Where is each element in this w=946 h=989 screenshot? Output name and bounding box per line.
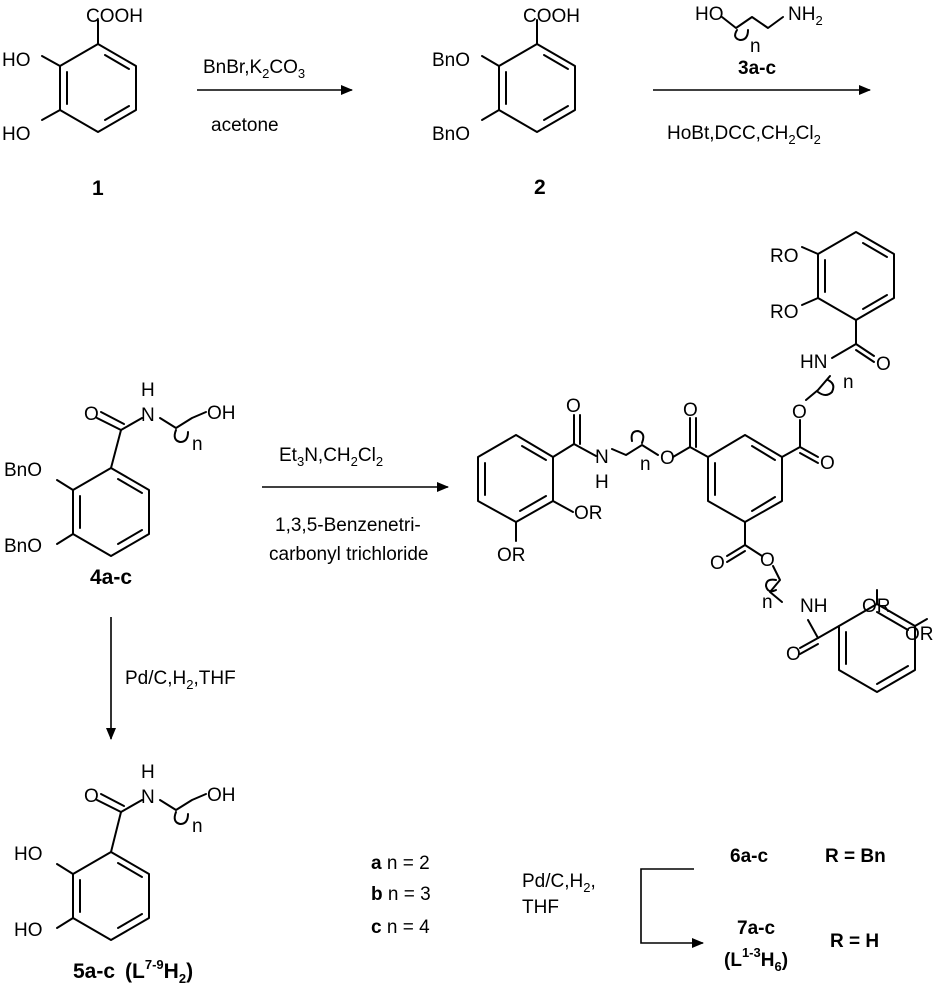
ester-oxygen: O — [760, 550, 775, 571]
alkoxy-label: OR — [862, 596, 891, 617]
hydroxy-label: OH — [207, 403, 236, 424]
compound-number: 2 — [534, 176, 546, 199]
amine-label: NH2 — [788, 4, 823, 28]
compound-6-7-left-arm: n N H O OR OR — [477, 396, 659, 566]
hydroxy-label: HO — [695, 4, 724, 25]
amide-hydrogen: H — [141, 762, 155, 783]
reaction-step-4: Pd/C,H2,THF — [106, 617, 236, 740]
legend-entry: a n = 2 — [371, 853, 430, 874]
hydroxy-label: HO — [2, 50, 31, 71]
amide-hydrogen: H — [141, 380, 155, 401]
chain-length-label: n — [762, 592, 773, 613]
amide-nitrogen: N — [141, 405, 155, 426]
substituent-definition: R = H — [830, 931, 879, 952]
benzyloxy-label: BnO — [4, 460, 42, 481]
compound-2: COOH BnO BnO 2 — [432, 6, 580, 199]
carbonyl-oxygen: O — [786, 644, 801, 665]
chain-length-legend: a n = 2 b n = 3 c n = 4 — [371, 853, 431, 938]
reagent-number: 3a-c — [738, 58, 776, 79]
compound-5: O H N OH n HO HO 5a-c(L7-9H2) — [14, 762, 236, 986]
reagent-label: HoBt,DCC,CH2Cl2 — [667, 123, 821, 147]
amide-nitrogen: N — [141, 787, 155, 808]
compound-6-7-upper-arm: n HN O RO RO — [770, 231, 895, 401]
carbonyl-oxygen: O — [84, 404, 99, 425]
ester-oxygen: O — [792, 402, 807, 423]
substituent-definition: R = Bn — [825, 846, 886, 867]
solvent-label: acetone — [211, 115, 279, 136]
ester-oxygen: O — [660, 448, 675, 469]
carbonyl-oxygen: O — [84, 786, 99, 807]
chain-length-label: n — [750, 36, 761, 57]
amide-nitrogen: NH — [800, 596, 827, 617]
compound-6-7-core: O O O O O O — [660, 400, 835, 574]
carbonyl-oxygen: O — [683, 400, 698, 421]
reagent-label: Pd/C,H2,THF — [125, 668, 236, 692]
product-number: 6a-c — [730, 846, 768, 867]
reaction-step-3: Et3N,CH2Cl2 1,3,5-Benzenetri- carbonyl t… — [262, 445, 449, 565]
compound-number: 1 — [92, 177, 104, 200]
amide-hydrogen: H — [595, 472, 609, 493]
hydroxy-label: HO — [14, 844, 43, 865]
compound-1: COOH HO HO 1 — [2, 6, 143, 200]
alkoxy-label: OR — [905, 624, 934, 645]
carbonyl-oxygen: O — [820, 453, 835, 474]
reagent-label: BnBr,K2CO3 — [203, 57, 305, 81]
alkoxy-label: RO — [770, 302, 799, 323]
amide-nitrogen: N — [595, 447, 609, 468]
benzyloxy-label: BnO — [4, 536, 42, 557]
benzyloxy-label: BnO — [432, 124, 470, 145]
reagent-label: THF — [522, 897, 559, 918]
reagent-label: carbonyl trichloride — [269, 544, 428, 565]
amide-nitrogen: HN — [800, 352, 827, 373]
reagent-label: 1,3,5-Benzenetri- — [275, 515, 421, 536]
acid-label: COOH — [523, 6, 580, 27]
reaction-step-1: BnBr,K2CO3 acetone — [197, 57, 353, 136]
reaction-arrow — [640, 868, 704, 948]
hydroxy-label: HO — [14, 920, 43, 941]
alkoxy-label: OR — [497, 545, 526, 566]
reagent-label: Pd/C,H2, — [522, 871, 596, 895]
acid-label: COOH — [86, 6, 143, 27]
hydroxy-label: HO — [2, 124, 31, 145]
alkoxy-label: RO — [770, 246, 799, 267]
benzyloxy-label: BnO — [432, 50, 470, 71]
compound-number: 5a-c(L7-9H2) — [73, 957, 193, 986]
reagent-label: Et3N,CH2Cl2 — [279, 445, 383, 469]
chain-length-label: n — [640, 454, 651, 475]
carbonyl-oxygen: O — [710, 553, 725, 574]
reaction-step-5: Pd/C,H2, THF 6a-c R = Bn 7a-c R = H (L1-… — [522, 846, 886, 974]
compound-6-7-lower-arm: n NH O OR OR — [762, 565, 934, 693]
product-number: 7a-c — [737, 918, 775, 939]
legend-entry: b n = 3 — [371, 884, 431, 905]
hydroxy-label: OH — [207, 785, 236, 806]
chain-length-label: n — [192, 816, 203, 837]
chain-length-label: n — [843, 372, 854, 393]
compound-4: O H N OH n BnO BnO 4a-c — [4, 380, 236, 589]
carbonyl-oxygen: O — [566, 396, 581, 417]
reaction-step-2: HO n NH2 3a-c HoBt,DCC,CH2Cl2 — [653, 4, 871, 147]
legend-entry: c n = 4 — [371, 917, 430, 938]
ligand-label: (L1-3H6) — [724, 945, 788, 974]
alkoxy-label: OR — [574, 503, 603, 524]
compound-number: 4a-c — [90, 566, 132, 589]
chain-length-label: n — [192, 434, 203, 455]
carbonyl-oxygen: O — [876, 354, 891, 375]
